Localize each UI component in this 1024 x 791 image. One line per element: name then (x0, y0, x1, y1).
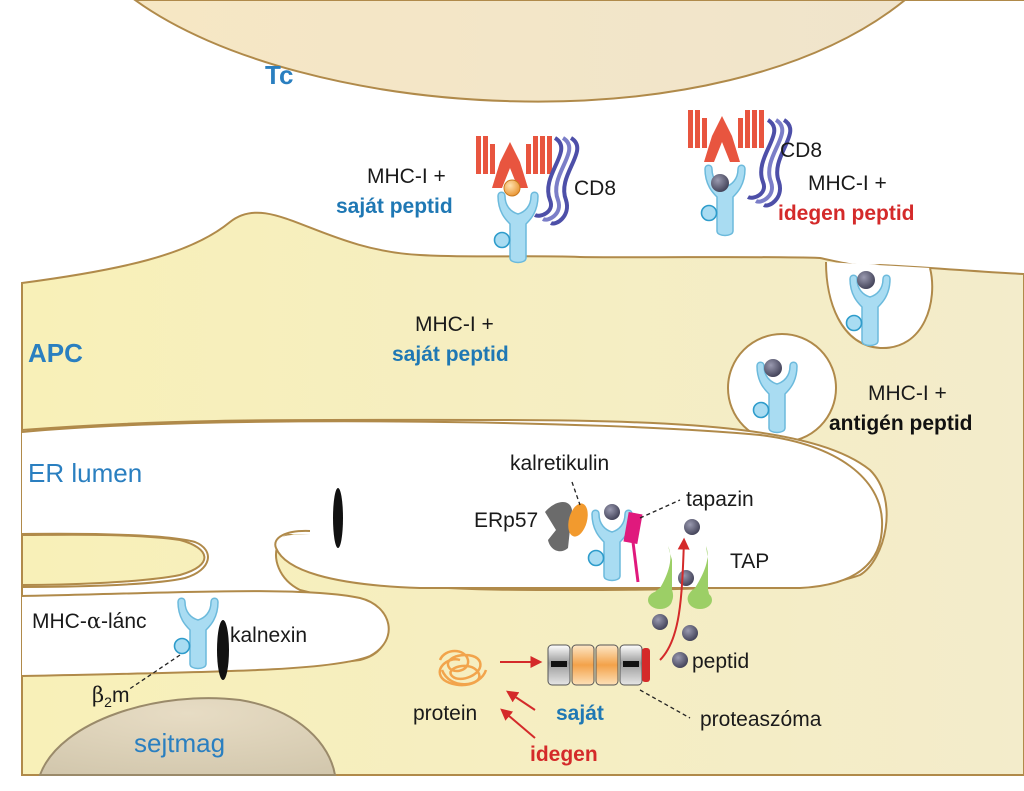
foreign-arrow (500, 708, 536, 739)
cd8-left-icon (533, 136, 580, 226)
label-mhc-plus-1: MHC-I + (367, 165, 446, 188)
tcr-right (688, 110, 764, 162)
label-calreticulin: kalretikulin (510, 452, 609, 475)
tapasin-icon (623, 512, 643, 583)
label-calnexin: kalnexin (230, 624, 307, 647)
label-apc: APC (28, 338, 83, 368)
antigen-peptide-pocket (857, 271, 875, 289)
label-antigen-peptide: antigén peptid (829, 412, 973, 435)
proteasome-icon (547, 644, 650, 686)
tap-transporter-icon (648, 546, 712, 609)
label-protein: protein (413, 702, 477, 725)
label-cd8-left: CD8 (574, 177, 616, 200)
label-peptide: peptid (692, 650, 749, 673)
transport-arrow (659, 537, 690, 661)
leader-lines (127, 481, 691, 719)
foreign-peptide-right (711, 174, 729, 192)
self-arrow (506, 690, 536, 711)
label-self: saját (556, 702, 604, 725)
label-foreign: idegen (530, 743, 598, 766)
label-self-peptide-1: saját peptid (336, 195, 453, 218)
label-erp57: ERp57 (474, 509, 538, 532)
label-foreign-peptide: idegen peptid (778, 202, 915, 225)
protein-coil-icon (438, 649, 488, 687)
label-mhc-plus-3: MHC-I + (415, 313, 494, 336)
label-tapasin: tapazin (686, 488, 754, 511)
cd8-right-icon (746, 118, 793, 208)
label-mhc-plus-4: MHC-I + (868, 382, 947, 405)
label-tap: TAP (730, 550, 769, 573)
peptide-er (604, 504, 620, 520)
calnexin-icon (217, 620, 229, 680)
calreticulin-icon (568, 503, 588, 537)
label-er-lumen: ER lumen (28, 458, 142, 488)
label-mhc-alpha-chain: MHC-α-lánc (32, 609, 147, 633)
nucleus (38, 697, 337, 776)
antigen-peptide-vesicle (764, 359, 782, 377)
mhc-left (493, 191, 539, 264)
label-mhc-plus-2: MHC-I + (808, 172, 887, 195)
label-proteasome: proteaszóma (700, 708, 822, 731)
label-tc: Tc (265, 60, 293, 90)
label-b2m: β2m (92, 683, 129, 710)
label-nucleus: sejtmag (134, 728, 225, 758)
peptide-cluster (652, 519, 700, 668)
self-peptide-left (503, 179, 521, 197)
label-cd8-right: CD8 (780, 139, 822, 162)
er-marker (333, 488, 343, 548)
erp57-icon (545, 501, 572, 552)
t-cell-membrane (133, 0, 1024, 103)
label-self-peptide-2: saját peptid (392, 343, 509, 366)
